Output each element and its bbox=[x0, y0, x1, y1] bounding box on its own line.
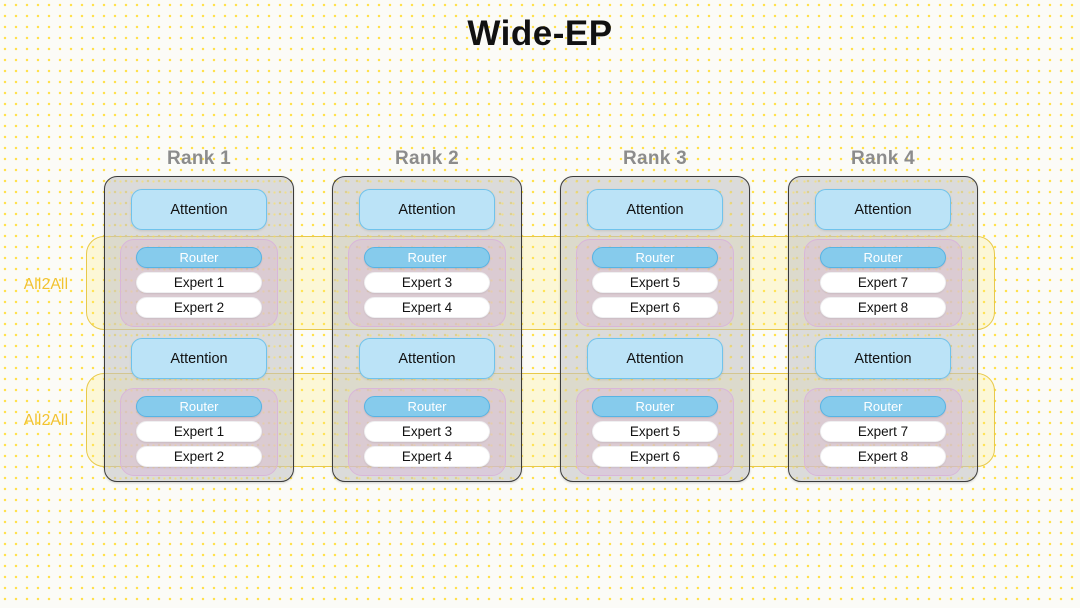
moe-block: Router Expert 7 Expert 8 bbox=[804, 239, 962, 327]
layer-separator bbox=[105, 327, 293, 338]
attention-block[interactable]: Attention bbox=[359, 338, 495, 379]
rank-label: Rank 4 bbox=[850, 148, 916, 169]
attention-block[interactable]: Attention bbox=[131, 189, 267, 230]
moe-block: Router Expert 5 Expert 6 bbox=[576, 388, 734, 476]
attention-block[interactable]: Attention bbox=[359, 189, 495, 230]
layer-separator bbox=[789, 327, 977, 338]
rank-label: Rank 2 bbox=[394, 148, 460, 169]
expert-block[interactable]: Expert 4 bbox=[364, 446, 490, 467]
expert-block[interactable]: Expert 8 bbox=[820, 446, 946, 467]
expert-block[interactable]: Expert 7 bbox=[820, 272, 946, 293]
expert-block[interactable]: Expert 8 bbox=[820, 297, 946, 318]
moe-block: Router Expert 3 Expert 4 bbox=[348, 388, 506, 476]
expert-block[interactable]: Expert 6 bbox=[592, 446, 718, 467]
expert-block[interactable]: Expert 5 bbox=[592, 272, 718, 293]
moe-block: Router Expert 7 Expert 8 bbox=[804, 388, 962, 476]
expert-block[interactable]: Expert 3 bbox=[364, 421, 490, 442]
attention-block[interactable]: Attention bbox=[587, 189, 723, 230]
moe-block: Router Expert 1 Expert 2 bbox=[120, 239, 278, 327]
router-block[interactable]: Router bbox=[592, 247, 718, 268]
rank-column-4: Rank 4 Attention Router Expert 7 Expert … bbox=[788, 148, 978, 482]
rank-card[interactable]: Attention Router Expert 3 Expert 4 Atten… bbox=[332, 176, 522, 482]
all2all-label-layer-2: All2All bbox=[23, 412, 69, 429]
all2all-label-layer-1: All2All bbox=[23, 276, 69, 293]
expert-block[interactable]: Expert 5 bbox=[592, 421, 718, 442]
rank-label: Rank 3 bbox=[622, 148, 688, 169]
expert-block[interactable]: Expert 4 bbox=[364, 297, 490, 318]
rank-column-2: Rank 2 Attention Router Expert 3 Expert … bbox=[332, 148, 522, 482]
moe-block: Router Expert 3 Expert 4 bbox=[348, 239, 506, 327]
expert-block[interactable]: Expert 6 bbox=[592, 297, 718, 318]
router-block[interactable]: Router bbox=[820, 396, 946, 417]
rank-card[interactable]: Attention Router Expert 5 Expert 6 Atten… bbox=[560, 176, 750, 482]
expert-block[interactable]: Expert 1 bbox=[136, 421, 262, 442]
router-block[interactable]: Router bbox=[592, 396, 718, 417]
attention-block[interactable]: Attention bbox=[131, 338, 267, 379]
expert-block[interactable]: Expert 2 bbox=[136, 446, 262, 467]
layer-separator bbox=[561, 327, 749, 338]
router-block[interactable]: Router bbox=[364, 247, 490, 268]
moe-block: Router Expert 1 Expert 2 bbox=[120, 388, 278, 476]
moe-block: Router Expert 5 Expert 6 bbox=[576, 239, 734, 327]
attention-block[interactable]: Attention bbox=[815, 338, 951, 379]
expert-block[interactable]: Expert 3 bbox=[364, 272, 490, 293]
rank-column-1: Rank 1 Attention Router Expert 1 Expert … bbox=[104, 148, 294, 482]
router-block[interactable]: Router bbox=[136, 396, 262, 417]
expert-block[interactable]: Expert 1 bbox=[136, 272, 262, 293]
router-block[interactable]: Router bbox=[364, 396, 490, 417]
page-title: Wide-EP bbox=[467, 14, 613, 53]
attention-block[interactable]: Attention bbox=[815, 189, 951, 230]
layer-separator bbox=[333, 327, 521, 338]
expert-block[interactable]: Expert 7 bbox=[820, 421, 946, 442]
rank-card[interactable]: Attention Router Expert 7 Expert 8 Atten… bbox=[788, 176, 978, 482]
rank-label: Rank 1 bbox=[166, 148, 232, 169]
router-block[interactable]: Router bbox=[820, 247, 946, 268]
expert-block[interactable]: Expert 2 bbox=[136, 297, 262, 318]
router-block[interactable]: Router bbox=[136, 247, 262, 268]
rank-column-3: Rank 3 Attention Router Expert 5 Expert … bbox=[560, 148, 750, 482]
rank-card[interactable]: Attention Router Expert 1 Expert 2 Atten… bbox=[104, 176, 294, 482]
attention-block[interactable]: Attention bbox=[587, 338, 723, 379]
